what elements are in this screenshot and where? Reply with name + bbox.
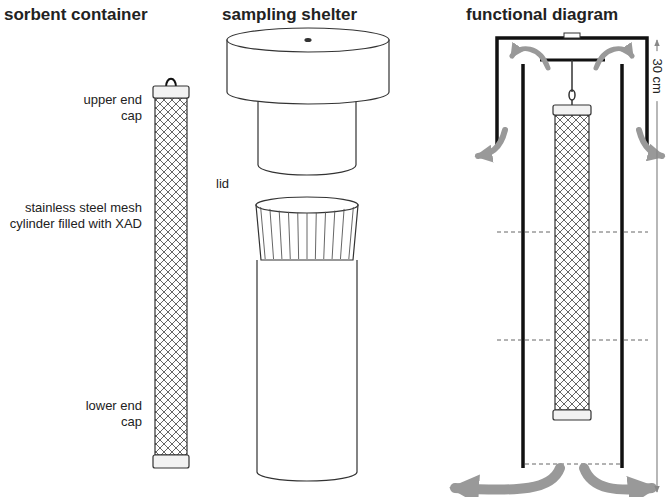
collar-rib: [340, 209, 344, 259]
collar-rib: [332, 211, 335, 259]
dimension-label: 30 cm: [649, 51, 665, 101]
column-heading: sampling shelter: [222, 4, 412, 25]
collar-rib: [324, 212, 326, 259]
column-heading: functional diagram: [466, 4, 666, 25]
functional-diagram: [455, 33, 662, 492]
column-heading: sorbent container: [4, 4, 194, 25]
collar-rib: [315, 213, 317, 259]
collar-rib: [270, 209, 274, 259]
sampling-shelter: [227, 28, 389, 481]
collar-rib: [288, 212, 290, 259]
part-label: upper end cap: [62, 92, 142, 125]
collar-rib: [307, 213, 308, 259]
sorbent-container: [153, 79, 189, 468]
collar-rib: [297, 213, 299, 259]
part-label: stainless steel mesh cylinder filled wit…: [6, 200, 142, 233]
collar-rib: [279, 211, 282, 259]
part-label: lower end cap: [62, 398, 142, 431]
collar-rib: [349, 207, 354, 259]
collar-rib: [261, 207, 266, 259]
part-label: lid: [216, 176, 246, 192]
